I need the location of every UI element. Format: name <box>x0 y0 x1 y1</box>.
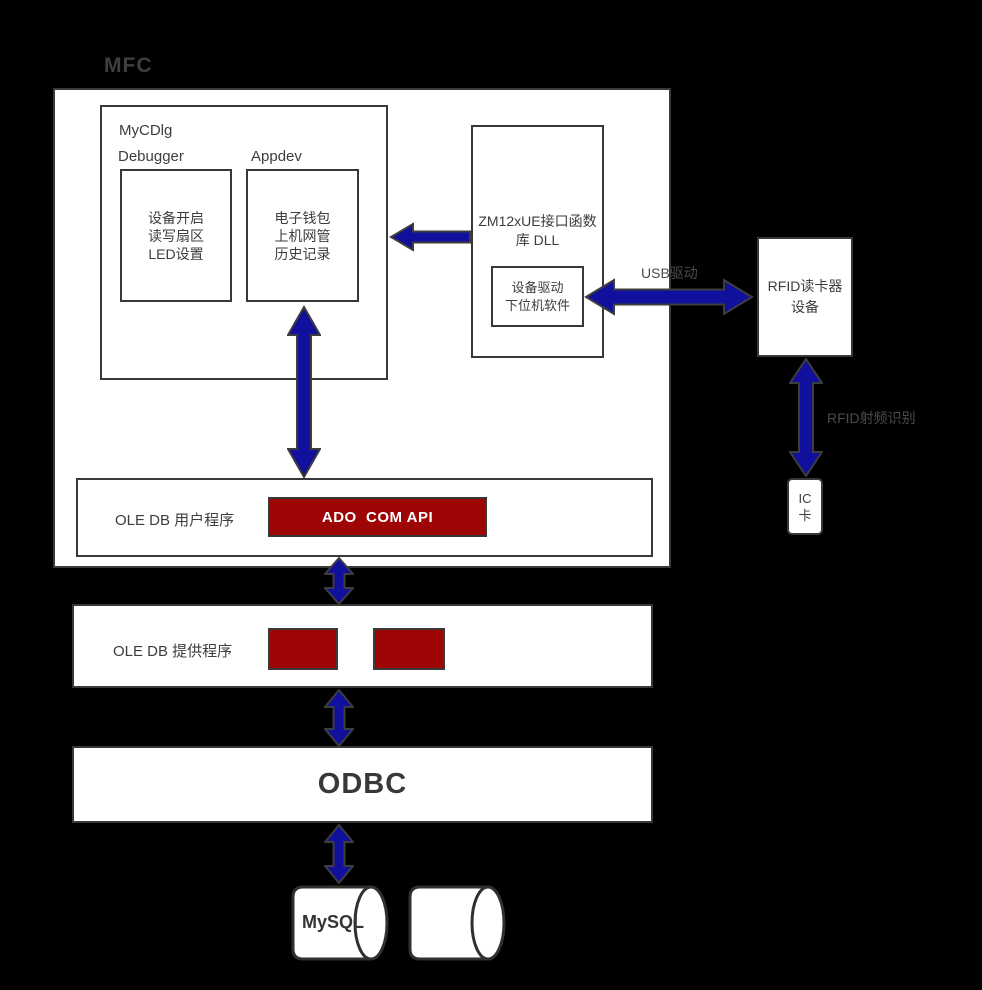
provider-red-box-2 <box>373 628 445 670</box>
device-driver-line: 下位机软件 <box>504 297 570 313</box>
debugger-text-line: 设备开启 <box>148 209 204 226</box>
ole-user-label: OLE DB 用户程序 <box>115 512 235 529</box>
mysql-label: MySQL <box>302 912 365 932</box>
appdev-box: 电子钱包 上机网管 历史记录 <box>246 169 359 302</box>
rfid-reader-box: RFID读卡器 设备 <box>757 237 853 357</box>
rfid-link-label: RFID射频识别 <box>827 410 916 426</box>
odbc-label: ODBC <box>317 768 408 800</box>
arrow-provider-odbc-double-icon <box>324 689 354 747</box>
arrow-odbc-database-double-icon <box>324 824 354 884</box>
odbc-box: ODBC <box>72 746 653 823</box>
database-cylinder-icon <box>408 885 506 961</box>
debugger-label: Debugger <box>118 148 184 165</box>
rfid-reader-line: 设备 <box>791 299 819 315</box>
ic-card-box: IC 卡 <box>787 478 823 535</box>
ole-provider-label: OLE DB 提供程序 <box>113 643 233 660</box>
appdev-label: Appdev <box>251 148 302 165</box>
device-driver-box: 设备驱动 下位机软件 <box>491 266 584 327</box>
zm-dll-title: ZM12xUE接口函数 库 DLL <box>471 212 604 250</box>
debugger-text-line: 读写扇区 <box>148 227 204 244</box>
provider-red-box-1 <box>268 628 338 670</box>
arrow-rfid-ic-double-icon <box>789 358 823 477</box>
device-driver-line: 设备驱动 <box>511 279 564 295</box>
mfc-label: MFC <box>104 54 153 77</box>
appdev-text-line: 电子钱包 <box>274 209 331 226</box>
ole-provider-box <box>72 604 653 688</box>
ic-card-line: IC <box>798 490 812 506</box>
ado-com-api-box: ADO COM API <box>268 497 487 537</box>
mysql-database-cylinder-icon <box>291 885 389 961</box>
ic-card-line: 卡 <box>798 507 812 523</box>
appdev-text-line: 上机网管 <box>274 227 331 244</box>
usb-link-label: USB驱动 <box>641 265 698 281</box>
arrow-usb-double-icon <box>584 278 754 316</box>
rfid-reader-line: RFID读卡器 <box>767 278 843 294</box>
debugger-text-line: LED设置 <box>148 245 204 262</box>
arrow-appdev-oledb-double-icon <box>287 305 321 479</box>
zm-dll-title-line: ZM12xUE接口函数 <box>478 213 597 229</box>
zm-dll-title-line: 库 DLL <box>515 232 560 248</box>
debugger-box: 设备开启 读写扇区 LED设置 <box>120 169 232 302</box>
arrow-user-provider-double-icon <box>324 557 354 605</box>
appdev-text-line: 历史记录 <box>274 245 331 262</box>
mycdlg-title: MyCDlg <box>119 122 173 139</box>
arrow-dll-to-mycdlg-icon <box>389 222 471 252</box>
